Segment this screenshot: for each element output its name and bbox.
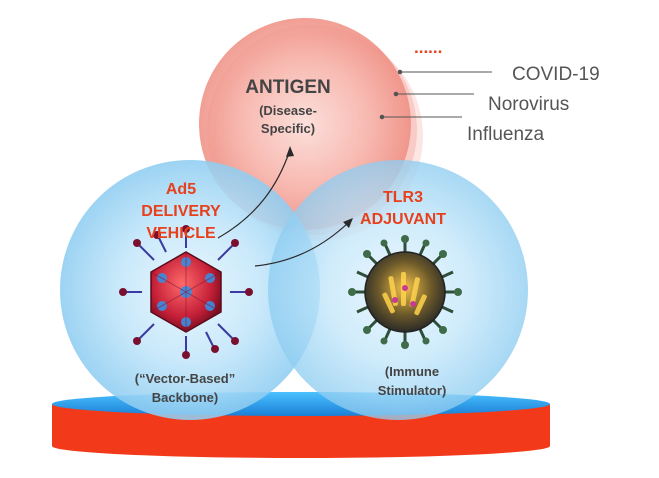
- disease-more-dots: ......: [414, 38, 442, 57]
- adjuvant-caption-line1: (Immune: [385, 364, 439, 379]
- disease-item: COVID-19: [512, 64, 600, 85]
- arrow-vehicle-to-antigen: [217, 146, 294, 239]
- delivery-line3: VEHICLE: [146, 225, 216, 242]
- disease-leader-lines: [379, 69, 492, 120]
- delivery-line2: DELIVERY: [141, 203, 221, 220]
- adjuvant-line1: TLR3: [383, 189, 423, 206]
- adenovirus-icon: [119, 225, 253, 359]
- arrow-vehicle-to-adjuvant: [254, 218, 353, 267]
- disease-item: Norovirus: [488, 94, 569, 115]
- delivery-line1: Ad5: [166, 181, 196, 198]
- virus-particle-icon: [348, 235, 462, 349]
- adjuvant-line2: ADJUVANT: [360, 211, 446, 228]
- adjuvant-caption-line2: Stimulator): [378, 383, 447, 398]
- delivery-caption-line2: Backbone): [152, 390, 218, 405]
- delivery-caption-line1: (“Vector-Based”: [135, 371, 235, 386]
- antigen-title: ANTIGEN: [245, 77, 331, 98]
- disease-item: Influenza: [467, 124, 545, 145]
- antigen-subtitle-line2: Specific): [261, 121, 315, 136]
- antigen-subtitle-line1: (Disease-: [259, 103, 317, 118]
